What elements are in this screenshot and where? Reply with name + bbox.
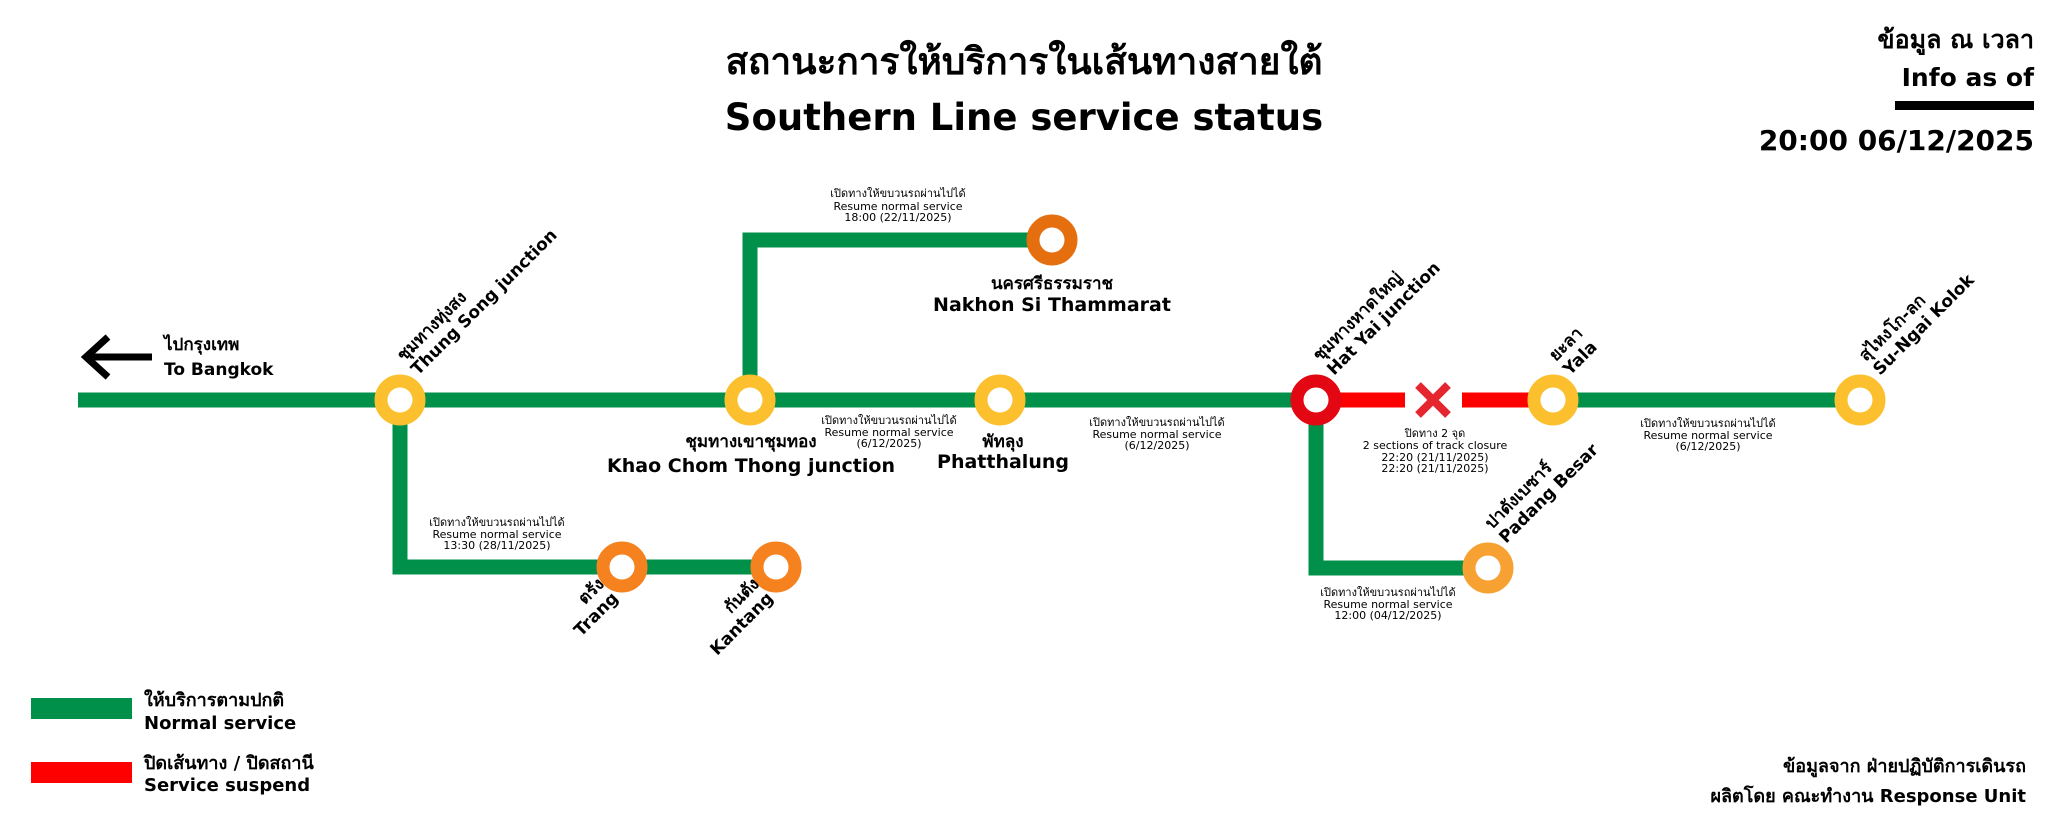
legend-swatch-normal — [31, 698, 132, 719]
note-closure-time-1: 22:20 (21/11/2025) — [1381, 451, 1488, 464]
note-trang-time: 13:30 (28/11/2025) — [443, 539, 550, 552]
note-phatthalung-hatyai-thai: เปิดทางให้ขบวนรถผ่านไปได้ — [1089, 416, 1224, 429]
station-trang — [596, 541, 648, 593]
label-khao-chum-thong-english: Khao Chom Thong junction — [607, 455, 895, 477]
legend-normal-thai: ให้บริการตามปกติ — [144, 689, 284, 711]
note-nakhon-english: Resume normal service — [833, 200, 962, 213]
station-nakhon-si-thammarat — [1026, 214, 1078, 266]
station-sungai-kolok — [1834, 374, 1886, 426]
note-yala-kolok-english: Resume normal service — [1643, 429, 1772, 442]
legend-suspend-thai: ปิดเส้นทาง / ปิดสถานี — [143, 753, 315, 774]
note-trang-thai: เปิดทางให้ขบวนรถผ่านไปได้ — [429, 516, 564, 529]
station-phatthalung — [974, 374, 1026, 426]
label-thung-song-english: Thung Song junction — [407, 225, 561, 379]
track-thungsong-trang — [392, 400, 622, 575]
info-underline — [1895, 101, 2034, 110]
note-nakhon-time: 18:00 (22/11/2025) — [844, 211, 951, 224]
note-phatthalung-hatyai-time: (6/12/2025) — [1125, 439, 1190, 452]
direction-english: To Bangkok — [164, 360, 274, 380]
label-nakhon-english: Nakhon Si Thammarat — [933, 294, 1171, 316]
note-nakhon: เปิดทางให้ขบวนรถผ่านไปได้ Resume normal … — [830, 187, 965, 224]
station-thung-song — [374, 374, 426, 426]
legend-suspend-english: Service suspend — [144, 775, 310, 796]
arrow-left-icon — [80, 334, 152, 380]
note-phatthalung-hatyai-english: Resume normal service — [1092, 428, 1221, 441]
station-kantang — [750, 541, 802, 593]
legend-normal-english: Normal service — [144, 713, 296, 734]
station-padang-besar — [1462, 542, 1514, 594]
note-yala-kolok: เปิดทางให้ขบวนรถผ่านไปได้ Resume normal … — [1640, 417, 1775, 453]
note-khao-phatthalung-english: Resume normal service — [824, 426, 953, 439]
note-padang-english: Resume normal service — [1323, 598, 1452, 611]
info-label-english: Info as of — [1902, 63, 2035, 92]
note-closure-time-2: 22:20 (21/11/2025) — [1381, 462, 1488, 475]
note-padang-time: 12:00 (04/12/2025) — [1334, 609, 1441, 622]
track-normal — [78, 232, 1860, 576]
station-khao-chum-thong — [724, 374, 776, 426]
note-padang: เปิดทางให้ขบวนรถผ่านไปได้ Resume normal … — [1320, 586, 1455, 622]
legend-swatch-suspend — [31, 762, 132, 783]
note-khao-phatthalung-time: (6/12/2025) — [857, 437, 922, 450]
direction-thai: ไปกรุงเทพ — [162, 334, 239, 355]
label-khao-chum-thong-thai: ชุมทางเขาชุมทอง — [685, 432, 816, 452]
title-english: Southern Line service status — [725, 96, 1323, 139]
note-yala-kolok-thai: เปิดทางให้ขบวนรถผ่านไปได้ — [1640, 417, 1775, 430]
note-trang-english: Resume normal service — [432, 528, 561, 541]
note-yala-kolok-time: (6/12/2025) — [1676, 440, 1741, 453]
info-timestamp: 20:00 06/12/2025 — [1759, 124, 2034, 157]
track-hatyai-padang — [1308, 400, 1488, 576]
note-nakhon-thai: เปิดทางให้ขบวนรถผ่านไปได้ — [830, 187, 965, 200]
note-khao-phatthalung: เปิดทางให้ขบวนรถผ่านไปได้ Resume normal … — [821, 414, 956, 450]
footer-source: ข้อมูลจาก ฝ่ายปฏิบัติการเดินรถ — [1783, 756, 2026, 778]
note-closure: ปิดทาง 2 จุด 2 sections of track closure… — [1363, 427, 1508, 475]
track-khaochumthong-nakhon — [742, 232, 1052, 400]
note-phatthalung-hatyai: เปิดทางให้ขบวนรถผ่านไปได้ Resume normal … — [1089, 416, 1224, 452]
note-trang: เปิดทางให้ขบวนรถผ่านไปได้ Resume normal … — [429, 516, 564, 552]
note-khao-phatthalung-thai: เปิดทางให้ขบวนรถผ่านไปได้ — [821, 414, 956, 427]
footer-producer: ผลิตโดย คณะทำงาน Response Unit — [1710, 785, 2026, 807]
title-thai: สถานะการให้บริการในเส้นทางสายใต้ — [725, 39, 1322, 83]
label-phatthalung-english: Phatthalung — [937, 451, 1069, 473]
note-closure-thai: ปิดทาง 2 จุด — [1404, 427, 1466, 440]
station-hat-yai — [1290, 374, 1342, 426]
closure-x-icon — [1415, 382, 1451, 418]
label-phatthalung-thai: พัทลุง — [982, 432, 1023, 452]
note-padang-thai: เปิดทางให้ขบวนรถผ่านไปได้ — [1320, 586, 1455, 599]
note-closure-english: 2 sections of track closure — [1363, 439, 1508, 452]
info-label-thai: ข้อมูล ณ เวลา — [1878, 25, 2034, 56]
station-yala — [1527, 374, 1579, 426]
label-nakhon-thai: นครศรีธรรมราช — [991, 273, 1114, 294]
